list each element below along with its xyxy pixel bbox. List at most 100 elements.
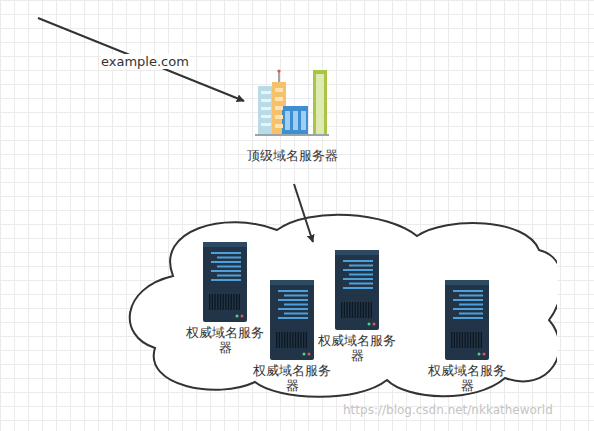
server-grill — [292, 332, 293, 348]
server-grill — [368, 302, 369, 318]
server-grill — [279, 332, 280, 348]
server-slot — [349, 274, 373, 276]
server-grill — [344, 302, 345, 318]
node-label: 权威域名服务器 — [425, 363, 509, 393]
server-slot — [278, 299, 308, 301]
server-grill — [300, 332, 301, 348]
building-part — [316, 74, 324, 134]
server-body — [335, 250, 379, 330]
building-part — [255, 134, 329, 136]
server-body — [270, 280, 314, 360]
server-led — [236, 315, 239, 318]
server-grill — [363, 302, 364, 318]
server-slot — [459, 313, 483, 315]
server-slot — [349, 283, 373, 285]
server-grill — [233, 294, 234, 310]
server-grill — [478, 332, 479, 348]
server-slot — [343, 260, 373, 262]
server-slot — [349, 265, 373, 267]
server-slot — [453, 299, 483, 301]
server-led — [478, 353, 481, 356]
server-slot — [217, 275, 241, 277]
server-slot — [284, 313, 308, 315]
server-grill — [454, 332, 455, 348]
server-top — [270, 280, 314, 285]
building-window — [261, 91, 271, 94]
server-slot — [278, 290, 308, 292]
server-grill — [303, 332, 304, 348]
server-grill — [451, 332, 452, 348]
server-slot — [217, 257, 241, 259]
building-window — [261, 107, 271, 110]
server-slot — [217, 266, 241, 268]
server-grill — [236, 294, 237, 310]
server-grill — [349, 302, 350, 318]
server-slot — [211, 270, 241, 272]
server-grill — [475, 332, 476, 348]
antenna-light — [277, 69, 280, 72]
building-window — [261, 99, 271, 102]
building-window — [261, 115, 271, 118]
query-arrow — [38, 18, 244, 101]
server-slot — [453, 308, 483, 310]
server-top — [203, 242, 247, 247]
server-grill — [228, 294, 229, 310]
server-grill — [346, 302, 347, 318]
building-window — [285, 111, 290, 130]
server-body — [445, 280, 489, 360]
server-grill — [212, 294, 213, 310]
server-grill — [220, 294, 221, 310]
server-top — [445, 280, 489, 285]
node-label: 权威域名服务器 — [183, 325, 267, 355]
server-slot — [284, 295, 308, 297]
domain-label: example.com — [101, 54, 189, 69]
server-grill — [465, 332, 466, 348]
connector-arrow — [294, 184, 313, 242]
server-grill — [456, 332, 457, 348]
building-window — [275, 124, 283, 128]
server-icon — [203, 242, 247, 322]
node-label: 权威域名服务器 — [315, 333, 399, 363]
node-label: 权威域名服务器 — [250, 363, 334, 393]
server-slot — [278, 308, 308, 310]
server-led — [241, 315, 244, 318]
server-slot — [343, 269, 373, 271]
server-slot — [284, 304, 308, 306]
authoritative-server: 权威域名服务器 — [425, 280, 509, 398]
server-slot — [211, 252, 241, 254]
watermark: https://blog.csdn.net/nkkatheworld — [343, 403, 553, 418]
server-slot — [343, 287, 373, 289]
server-icon — [270, 280, 314, 360]
server-grill — [306, 332, 307, 348]
server-slot — [453, 290, 483, 292]
server-slot — [278, 317, 308, 319]
server-grill — [473, 332, 474, 348]
server-led — [308, 353, 311, 356]
antenna — [278, 72, 280, 82]
building-window — [275, 115, 283, 119]
building-window — [261, 123, 271, 126]
server-grill — [298, 332, 299, 348]
authoritative-server: 权威域名服务器 — [315, 250, 399, 368]
server-icon — [445, 280, 489, 360]
building-icon — [252, 64, 332, 138]
server-grill — [341, 302, 342, 318]
server-grill — [360, 302, 361, 318]
building-window — [293, 111, 298, 130]
server-grill — [223, 294, 224, 310]
server-slot — [211, 279, 241, 281]
server-grill — [209, 294, 210, 310]
building-part — [313, 70, 327, 134]
node-label: 顶级域名服务器 — [242, 148, 342, 163]
server-grill — [290, 332, 291, 348]
server-grill — [352, 302, 353, 318]
server-grill — [217, 294, 218, 310]
server-grill — [276, 332, 277, 348]
server-slot — [459, 304, 483, 306]
building-window — [275, 106, 283, 110]
server-grill — [481, 332, 482, 348]
server-body — [203, 242, 247, 322]
server-grill — [462, 332, 463, 348]
